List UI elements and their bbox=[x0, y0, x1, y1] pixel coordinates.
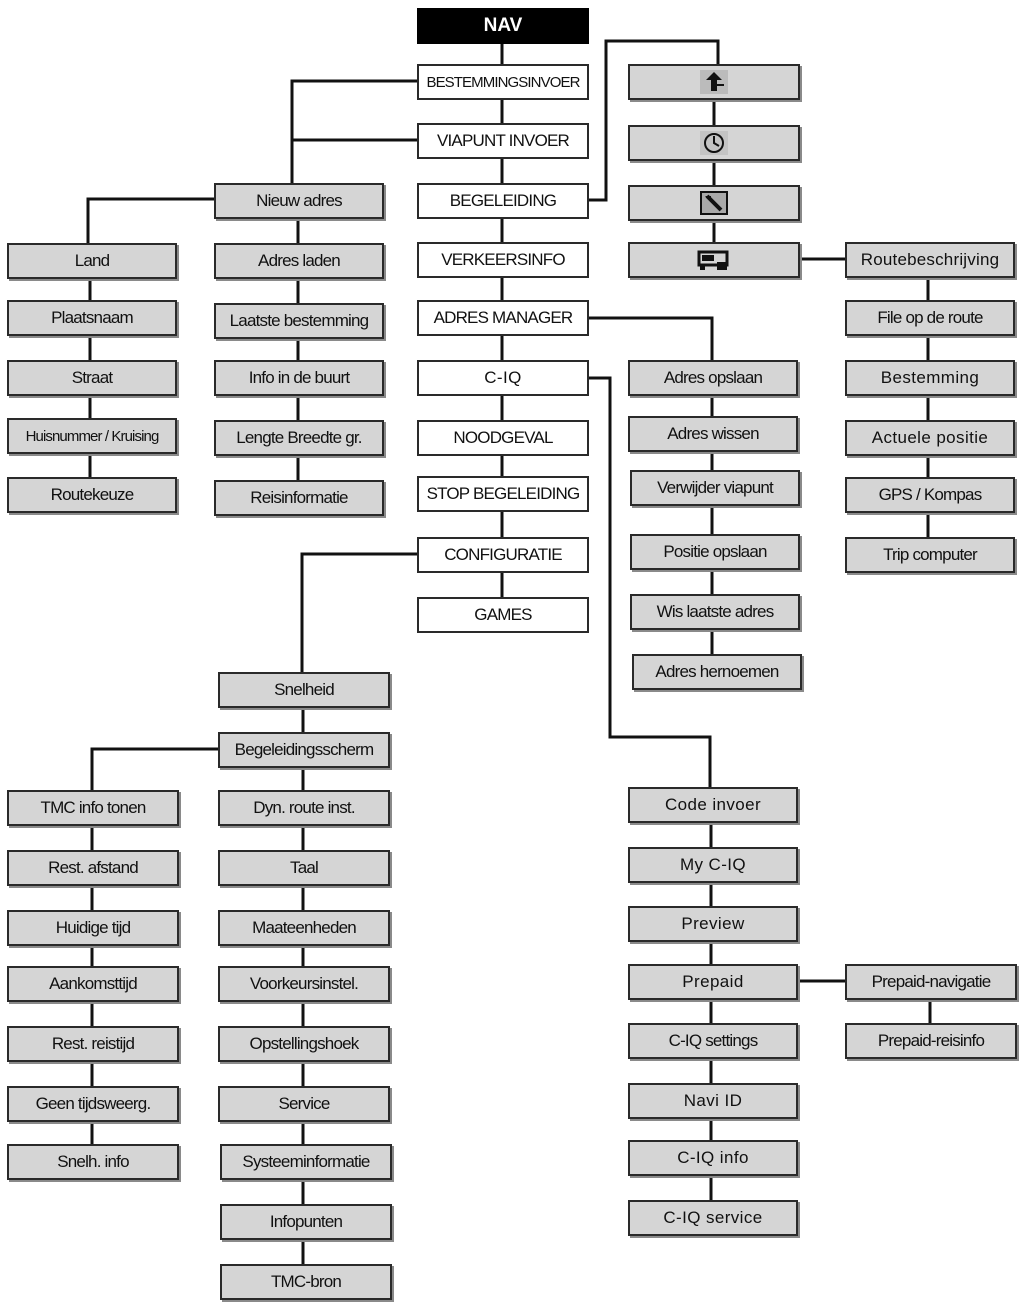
menu-maateenheden[interactable]: Maateenheden bbox=[218, 910, 390, 946]
menu-trip-computer[interactable]: Trip computer bbox=[845, 537, 1015, 573]
guidance-map-button[interactable] bbox=[628, 185, 800, 221]
menu-lengte-breedte[interactable]: Lengte Breedte gr. bbox=[214, 420, 384, 456]
connector-destination-branch bbox=[290, 79, 418, 200]
menu-configuratie[interactable]: CONFIGURATIE bbox=[417, 537, 589, 573]
guidance-route-arrow-button[interactable] bbox=[628, 64, 800, 100]
menu-info-in-de-buurt[interactable]: Info in de buurt bbox=[214, 360, 384, 396]
menu-prepaid-navigatie[interactable]: Prepaid-navigatie bbox=[845, 964, 1017, 1000]
menu-adres-hernoemen[interactable]: Adres hernoemen bbox=[632, 654, 802, 690]
nav-root[interactable]: NAV bbox=[417, 8, 589, 44]
menu-games[interactable]: GAMES bbox=[417, 597, 589, 633]
menu-wis-laatste-adres[interactable]: Wis laatste adres bbox=[630, 594, 800, 630]
menu-routebeschrijving[interactable]: Routebeschrijving bbox=[845, 242, 1015, 278]
connector-screen-branch bbox=[90, 747, 218, 790]
connector-guidance-branch bbox=[589, 39, 720, 202]
menu-bestemming[interactable]: Bestemming bbox=[845, 360, 1015, 396]
menu-navi-id[interactable]: Navi ID bbox=[628, 1083, 798, 1119]
menu-huidige-tijd[interactable]: Huidige tijd bbox=[7, 910, 179, 946]
menu-snelheid[interactable]: Snelheid bbox=[218, 672, 390, 708]
menu-tmc-info-tonen[interactable]: TMC info tonen bbox=[7, 790, 179, 826]
menu-reisinformatie[interactable]: Reisinformatie bbox=[214, 480, 384, 516]
menu-adres-laden[interactable]: Adres laden bbox=[214, 243, 384, 279]
menu-snelh-info[interactable]: Snelh. info bbox=[7, 1144, 179, 1180]
menu-plaatsnaam[interactable]: Plaatsnaam bbox=[7, 300, 177, 336]
menu-adres-opslaan[interactable]: Adres opslaan bbox=[628, 360, 798, 396]
menu-routekeuze[interactable]: Routekeuze bbox=[7, 477, 177, 513]
menu-viapunt-invoer[interactable]: VIAPUNT INVOER bbox=[417, 123, 589, 159]
menu-c-iq[interactable]: C-IQ bbox=[417, 360, 589, 396]
menu-gps-kompas[interactable]: GPS / Kompas bbox=[845, 477, 1015, 513]
menu-c-iq-info[interactable]: C-IQ info bbox=[628, 1140, 798, 1176]
menu-actuele-positie[interactable]: Actuele positie bbox=[845, 420, 1015, 456]
map-compass-icon bbox=[700, 191, 728, 215]
menu-file-op-de-route[interactable]: File op de route bbox=[845, 300, 1015, 336]
menu-tmc-bron[interactable]: TMC-bron bbox=[220, 1264, 392, 1300]
guidance-car-button[interactable] bbox=[628, 242, 800, 278]
menu-prepaid-reisinfo[interactable]: Prepaid-reisinfo bbox=[845, 1023, 1017, 1059]
route-arrow-icon bbox=[700, 70, 728, 94]
menu-verkeersinfo[interactable]: VERKEERSINFO bbox=[417, 242, 589, 278]
menu-straat[interactable]: Straat bbox=[7, 360, 177, 396]
connector-new-address-branch bbox=[86, 197, 214, 260]
menu-stop-begeleiding[interactable]: STOP BEGELEIDING bbox=[417, 476, 589, 512]
menu-begeleidingsscherm[interactable]: Begeleidingsscherm bbox=[218, 732, 390, 768]
menu-my-c-iq[interactable]: My C-IQ bbox=[628, 847, 798, 883]
clock-icon bbox=[700, 131, 728, 155]
menu-voorkeursinstel[interactable]: Voorkeursinstel. bbox=[218, 966, 390, 1002]
menu-aankomsttijd[interactable]: Aankomsttijd bbox=[7, 966, 179, 1002]
menu-begeleiding[interactable]: BEGELEIDING bbox=[417, 183, 589, 219]
menu-infopunten[interactable]: Infopunten bbox=[220, 1204, 392, 1240]
menu-noodgeval[interactable]: NOODGEVAL bbox=[417, 420, 589, 456]
menu-geen-tijdsweerg[interactable]: Geen tijdsweerg. bbox=[7, 1086, 179, 1122]
menu-opstellingshoek[interactable]: Opstellingshoek bbox=[218, 1026, 390, 1062]
menu-adres-wissen[interactable]: Adres wissen bbox=[628, 416, 798, 452]
menu-code-invoer[interactable]: Code invoer bbox=[628, 787, 798, 823]
menu-dyn-route-inst[interactable]: Dyn. route inst. bbox=[218, 790, 390, 826]
menu-huisnummer-kruising[interactable]: Huisnummer / Kruising bbox=[7, 418, 177, 454]
guidance-clock-button[interactable] bbox=[628, 125, 800, 161]
menu-positie-opslaan[interactable]: Positie opslaan bbox=[630, 534, 800, 570]
menu-verwijder-viapunt[interactable]: Verwijder viapunt bbox=[630, 470, 800, 506]
menu-c-iq-settings[interactable]: C-IQ settings bbox=[628, 1023, 798, 1059]
menu-rest-afstand[interactable]: Rest. afstand bbox=[7, 850, 179, 886]
menu-systeeminformatie[interactable]: Systeeminformatie bbox=[220, 1144, 392, 1180]
menu-taal[interactable]: Taal bbox=[218, 850, 390, 886]
connector-config-branch bbox=[300, 552, 418, 675]
menu-prepaid[interactable]: Prepaid bbox=[628, 964, 798, 1000]
menu-laatste-bestemming[interactable]: Laatste bestemming bbox=[214, 303, 384, 339]
menu-nieuw-adres[interactable]: Nieuw adres bbox=[214, 183, 384, 219]
menu-c-iq-service[interactable]: C-IQ service bbox=[628, 1200, 798, 1236]
menu-land[interactable]: Land bbox=[7, 243, 177, 279]
menu-preview[interactable]: Preview bbox=[628, 906, 798, 942]
menu-adres-manager[interactable]: ADRES MANAGER bbox=[417, 300, 589, 336]
connector-ciq-branch bbox=[589, 376, 712, 787]
connector-address-branch bbox=[589, 316, 714, 360]
menu-rest-reistijd[interactable]: Rest. reistijd bbox=[7, 1026, 179, 1062]
menu-bestemmingsinvoer[interactable]: BESTEMMINGSINVOER bbox=[417, 64, 589, 100]
menu-service[interactable]: Service bbox=[218, 1086, 390, 1122]
car-icon bbox=[697, 250, 729, 270]
